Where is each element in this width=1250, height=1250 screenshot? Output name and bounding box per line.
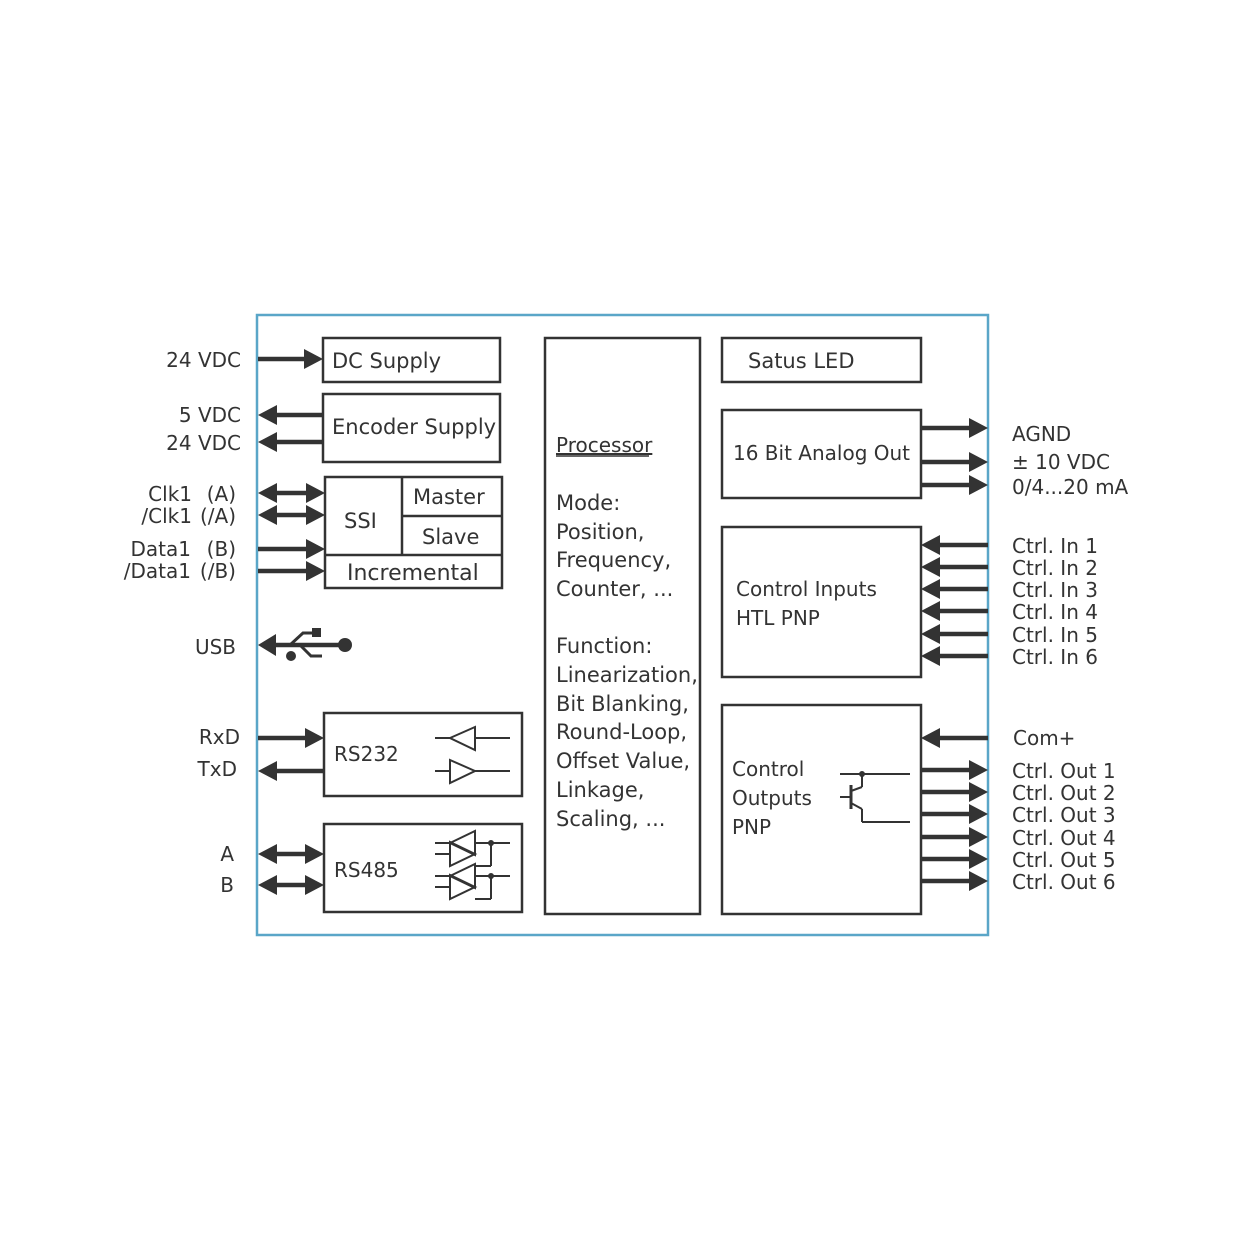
label-data1: Data1	[131, 537, 191, 561]
pnp-transistor-symbol	[840, 771, 910, 823]
right-connections	[921, 418, 988, 891]
rs485-block	[322, 822, 524, 914]
processor-mode-label: Mode:	[556, 491, 620, 515]
rs232-block	[322, 711, 524, 798]
processor-mode-1: Position,	[556, 520, 644, 544]
slave-label: Slave	[422, 525, 479, 549]
control-outputs-label-3: PNP	[732, 815, 771, 839]
processor-mode-2: Frequency,	[556, 548, 671, 572]
processor-function-2: Bit Blanking,	[556, 692, 689, 716]
status-led-block	[720, 336, 923, 384]
label-ctrl-out-1: Ctrl. Out 1	[1012, 759, 1116, 783]
label-ctrl-out-2: Ctrl. Out 2	[1012, 781, 1116, 805]
label-ctrl-out-5: Ctrl. Out 5	[1012, 848, 1116, 872]
label-ctrl-in-3: Ctrl. In 3	[1012, 578, 1098, 602]
control-outputs-label-1: Control	[732, 757, 804, 781]
encoder-supply-block	[321, 392, 502, 464]
processor-block	[543, 336, 702, 916]
label-24vdc-encoder: 24 VDC	[166, 431, 241, 455]
label-current-out: 0/4...20 mA	[1012, 475, 1129, 499]
label-agnd: AGND	[1012, 422, 1071, 446]
label-data1-b: (B)	[207, 537, 236, 561]
label-5vdc: 5 VDC	[179, 403, 241, 427]
control-inputs-block	[720, 525, 923, 679]
label-ctrl-out-4: Ctrl. Out 4	[1012, 826, 1116, 850]
left-connections	[258, 349, 325, 895]
ssi-label: SSI	[344, 509, 377, 533]
rs485-transceiver-symbol	[435, 829, 510, 901]
status-led-label: Satus LED	[748, 349, 855, 373]
label-ctrl-in-2: Ctrl. In 2	[1012, 556, 1098, 580]
label-data1-inv-b: (/B)	[200, 559, 236, 583]
processor-function-3: Round-Loop,	[556, 720, 687, 744]
control-inputs-label-1: Control Inputs	[736, 577, 877, 601]
label-clk1-a: (A)	[207, 482, 236, 506]
encoder-interface-block	[323, 475, 504, 590]
label-ctrl-in-5: Ctrl. In 5	[1012, 623, 1098, 647]
label-ctrl-in-4: Ctrl. In 4	[1012, 600, 1098, 624]
processor-function-4: Offset Value,	[556, 749, 690, 773]
label-ctrl-out-3: Ctrl. Out 3	[1012, 803, 1116, 827]
processor-function-1: Linearization,	[556, 663, 698, 687]
label-rxd: RxD	[199, 725, 240, 749]
processor-function-label: Function:	[556, 634, 652, 658]
device-frame	[255, 313, 990, 937]
label-b: B	[220, 873, 234, 897]
control-outputs-label-2: Outputs	[732, 786, 812, 810]
usb-icon	[258, 628, 352, 661]
control-outputs-block	[720, 703, 923, 916]
label-ctrl-in-1: Ctrl. In 1	[1012, 534, 1098, 558]
incremental-label: Incremental	[347, 561, 479, 586]
rs232-label: RS232	[334, 742, 399, 766]
processor-title: Processor	[556, 433, 653, 457]
processor-mode-3: Counter, ...	[556, 577, 673, 601]
label-data1-inv: /Data1	[124, 559, 191, 583]
processor-function-5: Linkage,	[556, 778, 644, 802]
analog-out-label: 16 Bit Analog Out	[733, 441, 910, 465]
label-ctrl-out-6: Ctrl. Out 6	[1012, 870, 1116, 894]
master-label: Master	[413, 485, 485, 509]
label-a: A	[220, 842, 234, 866]
label-24vdc-supply: 24 VDC	[166, 348, 241, 372]
dc-supply-label: DC Supply	[332, 349, 441, 373]
control-inputs-label-2: HTL PNP	[736, 606, 820, 630]
processor-function-6: Scaling, ...	[556, 807, 665, 831]
label-clk1: Clk1	[148, 482, 192, 506]
label-com-plus: Com+	[1013, 726, 1075, 750]
analog-out-block	[720, 408, 923, 500]
encoder-supply-label: Encoder Supply	[332, 415, 496, 439]
label-voltage-out: ± 10 VDC	[1012, 450, 1110, 474]
label-clk1-inv-a: (/A)	[200, 504, 236, 528]
dc-supply-block	[321, 336, 502, 384]
label-clk1-inv: /Clk1	[141, 504, 192, 528]
rs232-driver-symbol	[435, 725, 510, 785]
label-usb: USB	[195, 635, 236, 659]
rs485-label: RS485	[334, 858, 399, 882]
label-ctrl-in-6: Ctrl. In 6	[1012, 645, 1098, 669]
label-txd: TxD	[197, 757, 237, 781]
